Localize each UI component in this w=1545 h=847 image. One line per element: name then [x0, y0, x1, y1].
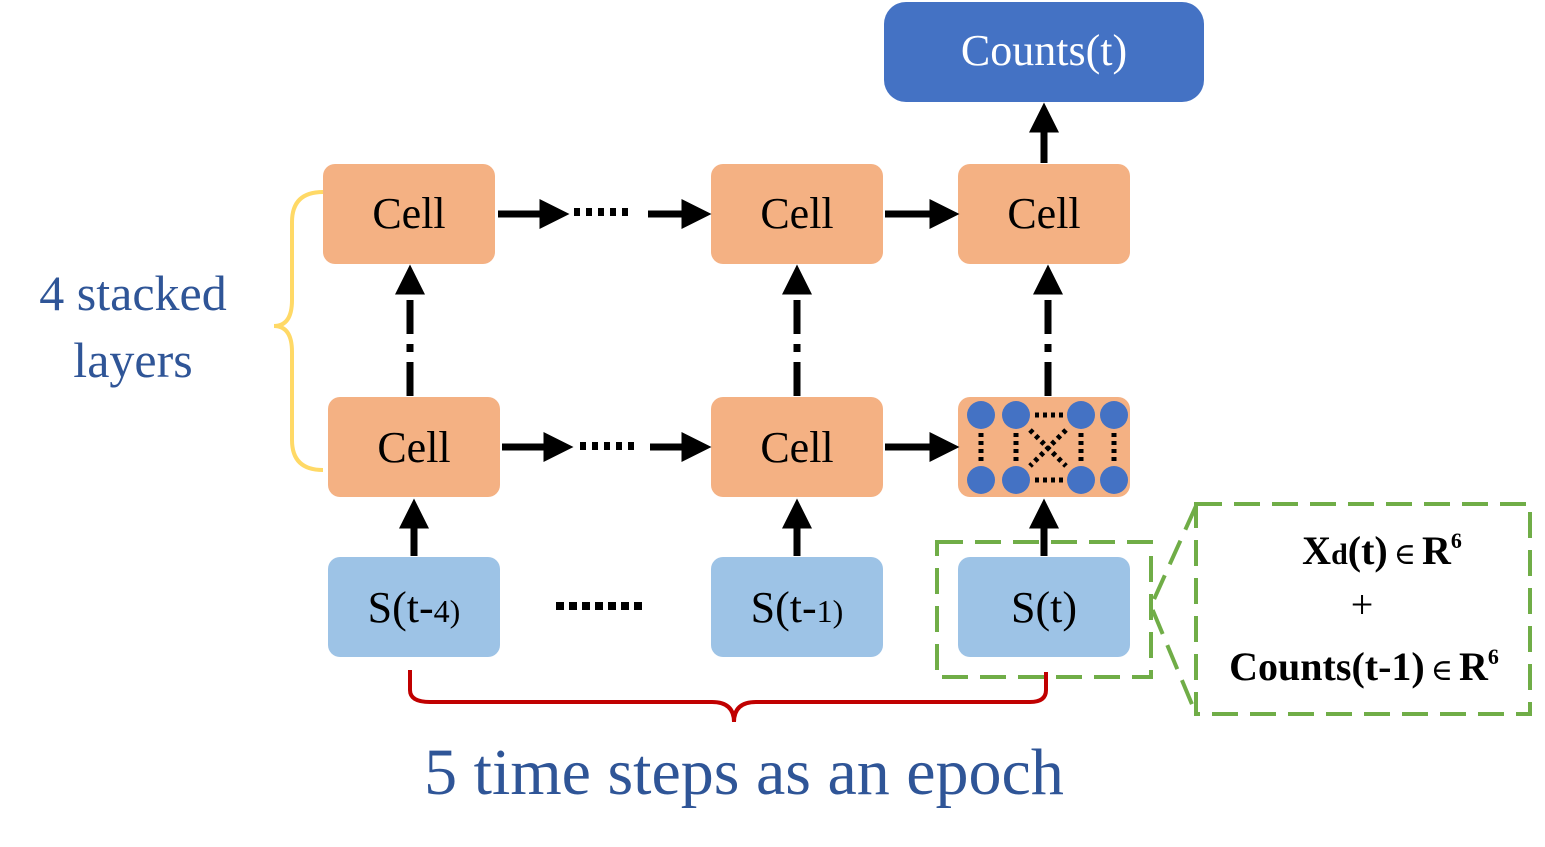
input-detail-dashed-box	[1194, 502, 1532, 716]
callout-bracket	[1148, 505, 1198, 715]
neuron-dot	[1100, 466, 1128, 494]
top-layer: Cell Cell Cell	[323, 164, 1130, 264]
bottom-layer: Cell Cell	[328, 397, 1130, 497]
input-detail-plus: +	[1351, 582, 1374, 627]
current-input-dashed-box	[935, 540, 1153, 679]
cell-bottom-1-label: Cell	[377, 423, 450, 472]
input-row: S(t-4) S(t-1) S(t)	[328, 557, 1130, 657]
neuron-dot	[1067, 401, 1095, 429]
neuron-connections	[978, 412, 1117, 483]
neuron-dot	[967, 401, 995, 429]
output-node: Counts(t)	[884, 2, 1204, 102]
neuron-dot	[1002, 401, 1030, 429]
epoch-label: 5 time steps as an epoch	[424, 736, 1064, 809]
neuron-dot	[1067, 466, 1095, 494]
cell-bottom-1	[328, 397, 500, 497]
layers-label-line2: layers	[73, 332, 192, 388]
input-current-label: S(t)	[1011, 583, 1077, 632]
cell-bottom-2	[711, 397, 883, 497]
input-detail-line3: Counts(t-1)∈R6	[1229, 644, 1499, 689]
epoch-brace	[408, 670, 1048, 723]
cell-top-1-label: Cell	[372, 189, 445, 238]
neuron-dot	[1002, 466, 1030, 494]
input-box-first	[328, 557, 500, 657]
horizontal-connections	[498, 199, 960, 610]
neuron-dot	[1100, 401, 1128, 429]
vertical-connections	[395, 102, 1063, 556]
input-detail-line1: Xd(t)∈R6	[1302, 528, 1462, 573]
input-detail: Xd(t)∈R6 + Counts(t-1)∈R6	[1229, 528, 1499, 689]
input-first-label: S(t-4)	[368, 583, 461, 632]
output-label: Counts(t)	[961, 26, 1127, 75]
cell-top-1	[323, 164, 495, 264]
layers-brace	[273, 190, 324, 472]
cell-bottom-2-label: Cell	[760, 423, 833, 472]
input-second-label: S(t-1)	[751, 583, 844, 632]
layers-label-line1: 4 stacked	[39, 265, 226, 321]
neuron-dot	[967, 466, 995, 494]
cell-top-2	[711, 164, 883, 264]
cell-top-2-label: Cell	[760, 189, 833, 238]
output-box	[884, 2, 1204, 102]
cell-top-3-label: Cell	[1007, 189, 1080, 238]
cell-bottom-3-detail	[958, 397, 1130, 497]
input-box-current	[958, 557, 1130, 657]
cell-top-3	[958, 164, 1130, 264]
input-box-second	[711, 557, 883, 657]
